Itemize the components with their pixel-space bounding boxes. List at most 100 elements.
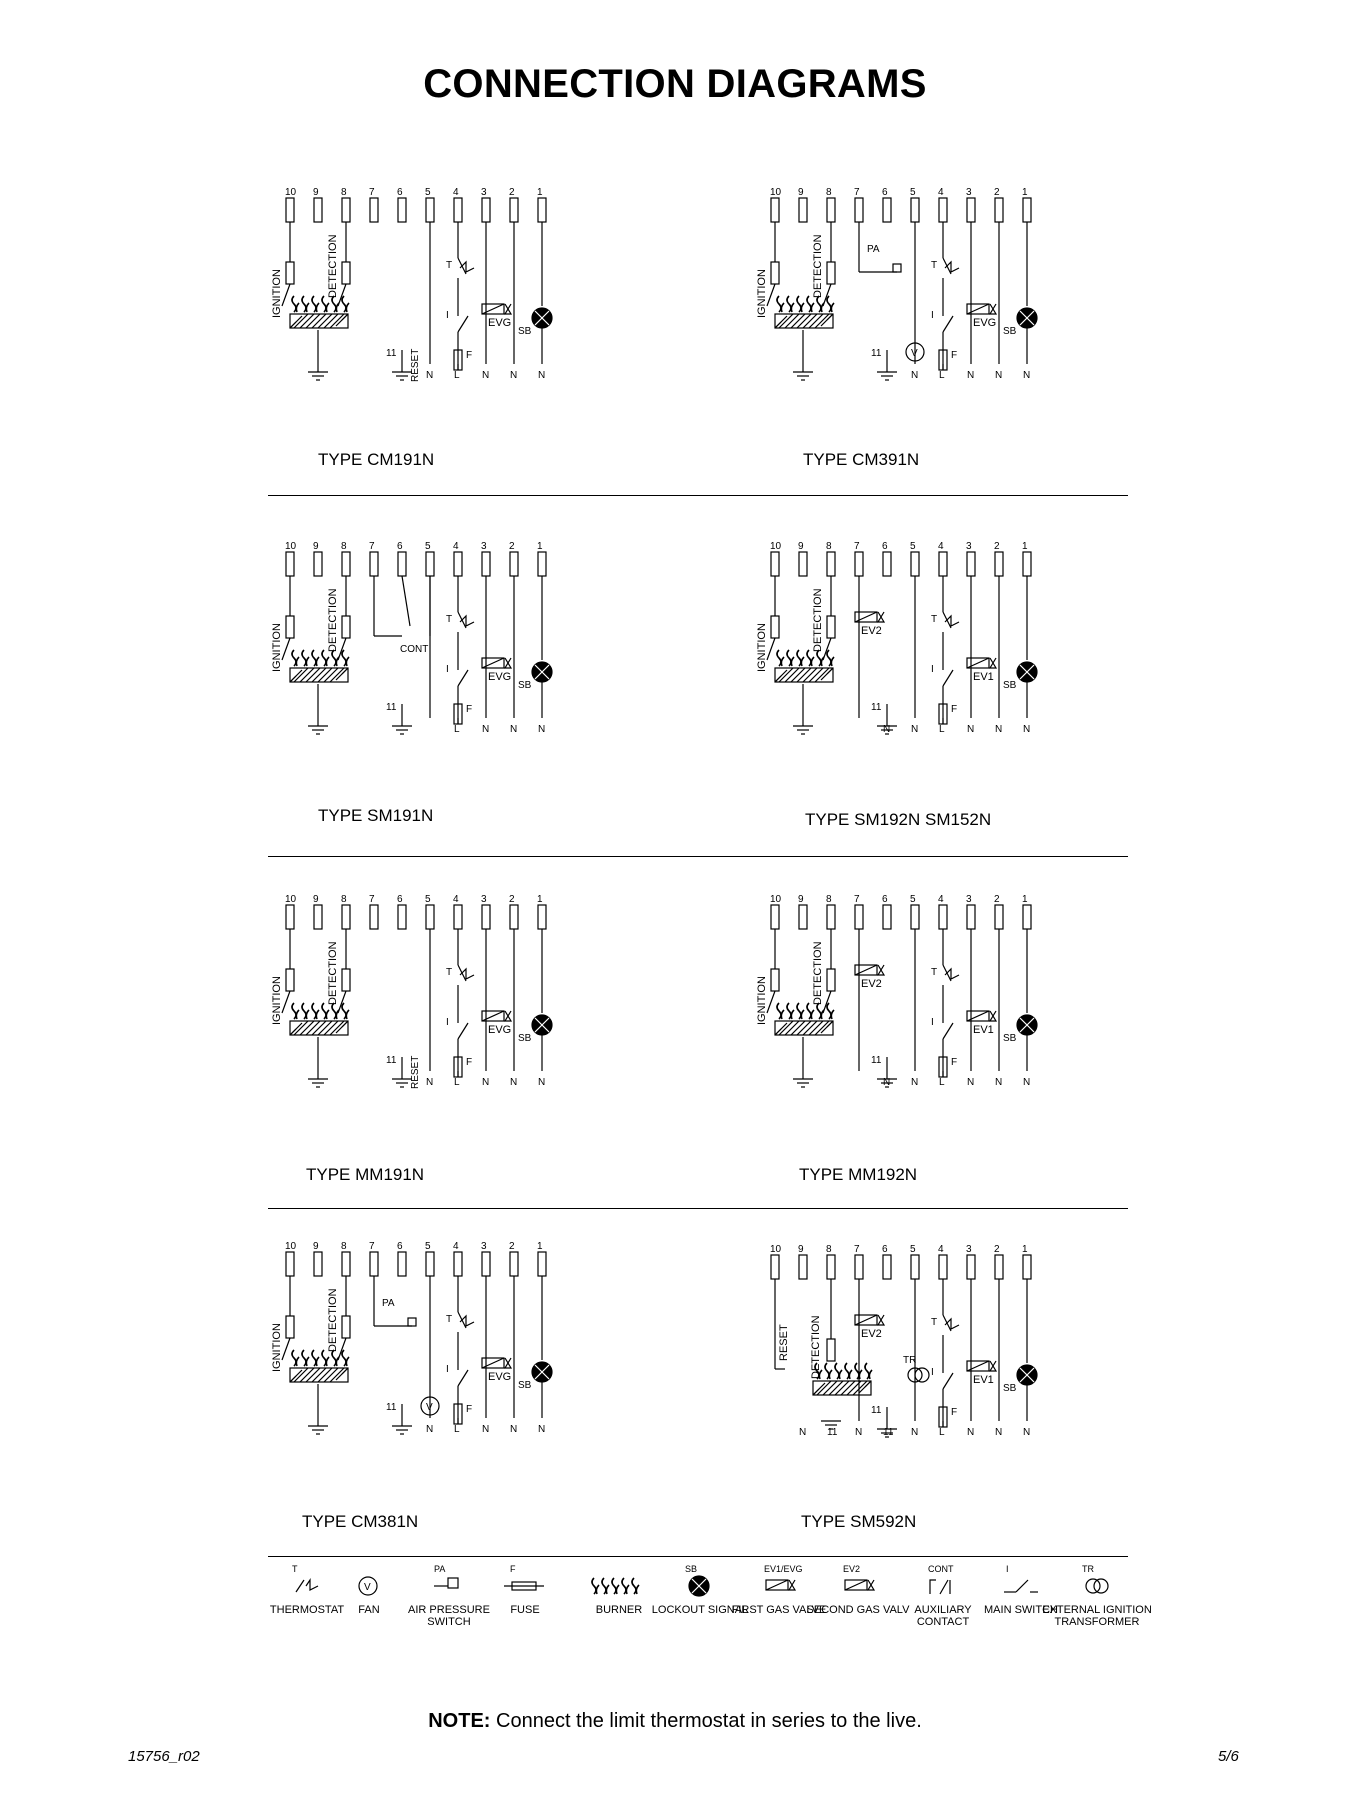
flame — [621, 1577, 630, 1595]
valve-coil — [481, 1010, 505, 1022]
divider — [268, 856, 1128, 857]
terminal-number: 10 — [770, 895, 782, 905]
terminal-number: 5 — [910, 542, 916, 552]
lamp-cross — [534, 664, 550, 680]
valve-mark — [988, 1010, 998, 1022]
valve-label: EV1 — [973, 671, 994, 683]
flame — [806, 295, 815, 313]
wire — [822, 990, 832, 1014]
terminal-number: 1 — [1022, 1245, 1028, 1255]
earth-label: 11 — [871, 702, 882, 713]
terminal-number: 4 — [938, 188, 944, 198]
wire — [337, 1337, 347, 1361]
terminal-number: 6 — [397, 895, 403, 905]
valve-label: EV2 — [861, 625, 882, 637]
flame — [311, 649, 320, 667]
hatch-line — [784, 667, 800, 683]
terminal-block — [966, 551, 976, 577]
hatch-line — [828, 1380, 844, 1396]
switch-blade — [457, 1022, 469, 1040]
terminal-number: 6 — [397, 188, 403, 198]
thermostat-label: T — [446, 967, 452, 978]
terminal-block — [826, 197, 836, 223]
electrode-resistor — [285, 261, 295, 285]
terminal-number: 6 — [882, 895, 888, 905]
terminal-block — [826, 904, 836, 930]
flame — [776, 649, 785, 667]
switch-label: I — [931, 1367, 934, 1378]
hatch-line — [834, 1380, 850, 1396]
lockout-label: SB — [1003, 1033, 1017, 1044]
lamp-cross — [534, 1364, 550, 1380]
flame — [814, 1362, 823, 1380]
valve-diag — [481, 1357, 505, 1369]
lockout-label: SB — [518, 1380, 532, 1391]
thermostat-label: T — [446, 1314, 452, 1325]
fan-label: V — [911, 348, 918, 359]
terminal-block — [770, 1254, 780, 1280]
thermo-mark — [459, 967, 475, 980]
terminal-block — [966, 197, 976, 223]
terminal-number: 5 — [425, 1242, 431, 1252]
valve-diag — [966, 303, 990, 315]
hatch-line — [784, 313, 800, 329]
valve-label: EVG — [973, 317, 996, 329]
hatch-line — [323, 667, 339, 683]
valve-mark — [988, 657, 998, 669]
electrode-resistor — [770, 968, 780, 992]
legend-symbol-label: TR — [1082, 1564, 1094, 1574]
flame — [776, 1002, 785, 1020]
thermo-mark — [944, 614, 960, 627]
switch-label: I — [931, 1017, 934, 1028]
terminal-block — [397, 197, 407, 223]
terminal-block — [826, 1254, 836, 1280]
wire — [766, 990, 776, 1014]
terminal-number: 5 — [425, 542, 431, 552]
contact — [929, 1579, 951, 1595]
terminal-number: 10 — [285, 895, 297, 905]
legend-symbol-label: I — [1006, 1564, 1009, 1574]
valve-diag — [966, 657, 990, 669]
lamp-cross — [534, 1017, 550, 1033]
burner-plate — [812, 1380, 872, 1396]
burner-plate — [774, 313, 834, 329]
fuse-label: F — [951, 704, 957, 715]
terminal-number: 2 — [509, 188, 515, 198]
switch-blade — [1015, 1579, 1029, 1593]
terminal-block — [397, 551, 407, 577]
valve-label: EVG — [488, 671, 511, 683]
legend-caption: MAIN SWITCH — [984, 1604, 1058, 1616]
flame — [816, 1002, 825, 1020]
terminal-bottom-label: L — [454, 1424, 460, 1435]
flame — [826, 1002, 835, 1020]
thermo-mark — [459, 260, 475, 273]
wire — [281, 283, 291, 307]
earth-label: 11 — [871, 1055, 882, 1066]
valve-label: EVG — [488, 317, 511, 329]
terminal-block — [882, 1254, 892, 1280]
terminal-number: 3 — [481, 542, 487, 552]
divider — [268, 495, 1128, 496]
flame — [786, 295, 795, 313]
legend-caption: FUSE — [510, 1604, 540, 1616]
terminal-block — [481, 1251, 491, 1277]
flame — [776, 295, 785, 313]
terminal-number: 8 — [826, 895, 832, 905]
wire — [337, 990, 347, 1014]
valve-coil — [966, 657, 990, 669]
terminal-number: 7 — [369, 188, 375, 198]
flame — [796, 295, 805, 313]
flame — [611, 1577, 620, 1595]
terminal-block — [285, 197, 295, 223]
switch-label: I — [446, 664, 449, 675]
diagram-type-label: TYPE SM192N SM152N — [805, 810, 992, 829]
terminal-block — [509, 551, 519, 577]
hatch-line — [289, 1022, 303, 1036]
divider — [268, 1556, 1128, 1557]
fan-label: V — [426, 1402, 433, 1413]
valve-coil — [966, 1360, 990, 1372]
